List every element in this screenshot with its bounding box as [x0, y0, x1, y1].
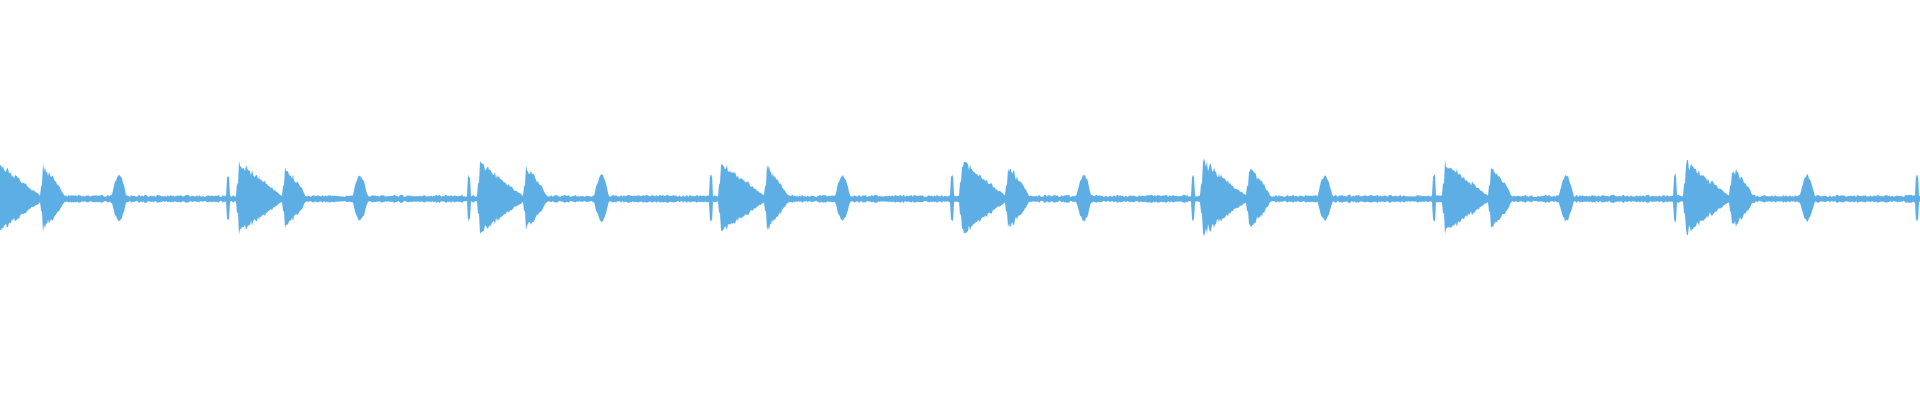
waveform-envelope [0, 158, 1920, 237]
